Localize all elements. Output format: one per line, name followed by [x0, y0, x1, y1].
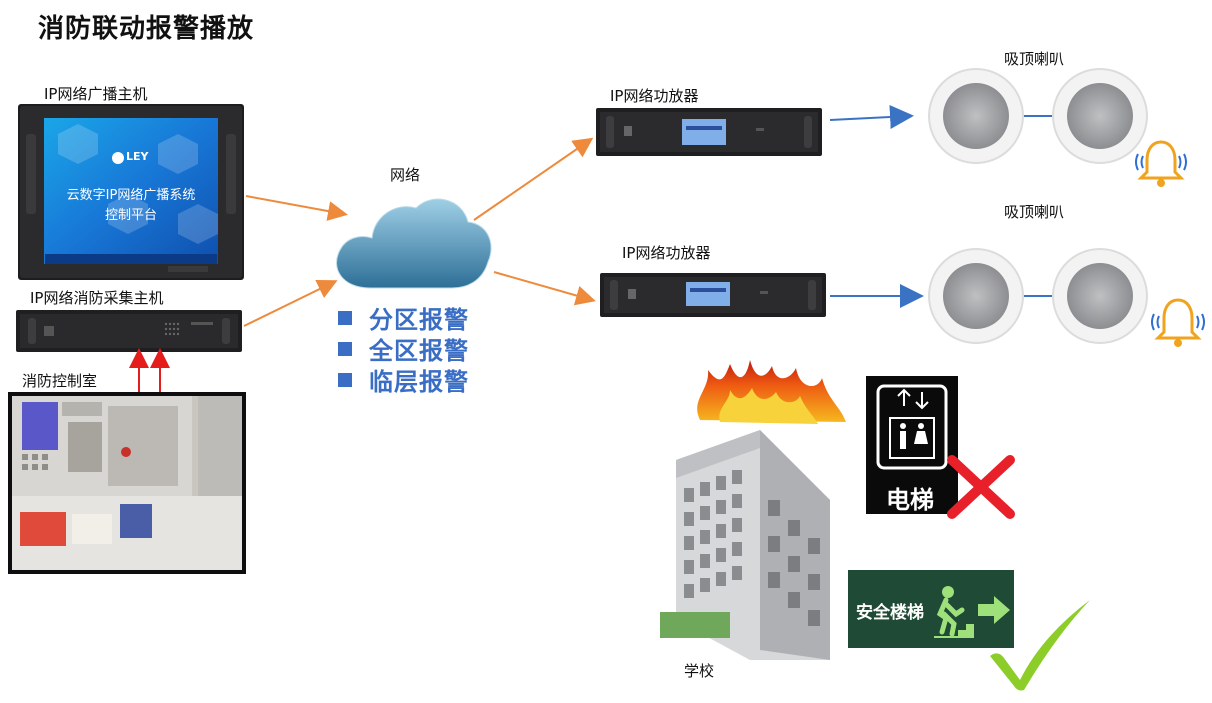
school-label: 学校 — [684, 662, 715, 680]
bullet-square-icon — [338, 341, 352, 356]
bullet-square-icon — [338, 372, 352, 387]
elevator-icon — [876, 384, 948, 470]
cross-icon — [944, 452, 1018, 522]
alarm-mode-label: 分区报警 — [369, 306, 469, 334]
list-item: 临层报警 — [338, 364, 469, 396]
green-check-mark — [990, 600, 1090, 691]
amplifier-graphic — [600, 273, 826, 317]
ceiling-speaker-pair — [928, 68, 1148, 164]
list-item: 全区报警 — [338, 333, 469, 365]
host-logo: LEY — [126, 150, 149, 163]
broadcast-host-monitor: LEY 云数字IP网络广播系统 控制平台 — [18, 104, 244, 280]
list-item: 分区报警 — [338, 302, 469, 334]
alarm-mode-label: 临层报警 — [369, 368, 469, 396]
alarm-bell-icon — [1134, 138, 1188, 190]
host-screen-line1: 云数字IP网络广播系统 — [66, 188, 196, 203]
alarm-bell-icon — [1150, 296, 1206, 350]
rack-unit-graphic — [16, 310, 242, 352]
ceiling-speaker-pair — [928, 248, 1148, 344]
amplifier-bottom — [600, 273, 826, 317]
control-room-label: 消防控制室 — [22, 372, 98, 390]
school-building — [650, 360, 870, 660]
control-room-photo — [8, 392, 246, 574]
host-screen-line2: 控制平台 — [104, 208, 157, 223]
page-title: 消防联动报警播放 — [38, 14, 255, 44]
safe-stairs-sign: 安全楼梯 — [848, 570, 1014, 648]
amp-bottom-label: IP网络功放器 — [622, 244, 711, 262]
arrow-cloud-to-amp-bottom — [493, 271, 596, 306]
burning-building-illustration — [660, 360, 846, 660]
alarm-mode-list: 分区报警 全区报警 临层报警 — [338, 302, 469, 396]
network-cloud — [330, 188, 494, 298]
elevator-sign-text: 电梯 — [886, 486, 934, 514]
host-label: IP网络广播主机 — [44, 85, 148, 103]
arrow-amp-top-to-speakers — [829, 105, 914, 129]
ceiling-speakers-bottom — [928, 248, 1150, 344]
network-label: 网络 — [390, 166, 421, 184]
exit-sign-text: 安全楼梯 — [856, 603, 924, 623]
arrow-host-to-cloud — [245, 195, 348, 221]
arrow-collector-to-cloud — [243, 280, 338, 327]
speaker-top-label: 吸顶喇叭 — [1004, 50, 1065, 68]
control-room-illustration — [8, 392, 246, 574]
bullet-square-icon — [338, 310, 352, 325]
fire-collector-rack — [16, 310, 242, 352]
alarm-mode-label: 全区报警 — [369, 337, 469, 365]
ceiling-speakers-top — [928, 68, 1150, 164]
check-icon — [984, 596, 1096, 692]
bell-icon — [1151, 298, 1205, 347]
amplifier-graphic — [596, 108, 822, 156]
amp-top-label: IP网络功放器 — [610, 87, 699, 105]
red-x-mark — [947, 455, 1015, 519]
arrow-cloud-to-amp-top — [473, 137, 594, 221]
speaker-bottom-label: 吸顶喇叭 — [1004, 203, 1065, 221]
running-man-exit-icon — [934, 586, 1010, 638]
amplifier-top — [596, 108, 822, 156]
collector-label: IP网络消防采集主机 — [30, 289, 164, 307]
elevator-sign: 电梯 — [866, 376, 958, 514]
cloud-icon — [336, 198, 492, 289]
monitor-frame — [18, 104, 244, 280]
bell-icon — [1135, 140, 1187, 187]
